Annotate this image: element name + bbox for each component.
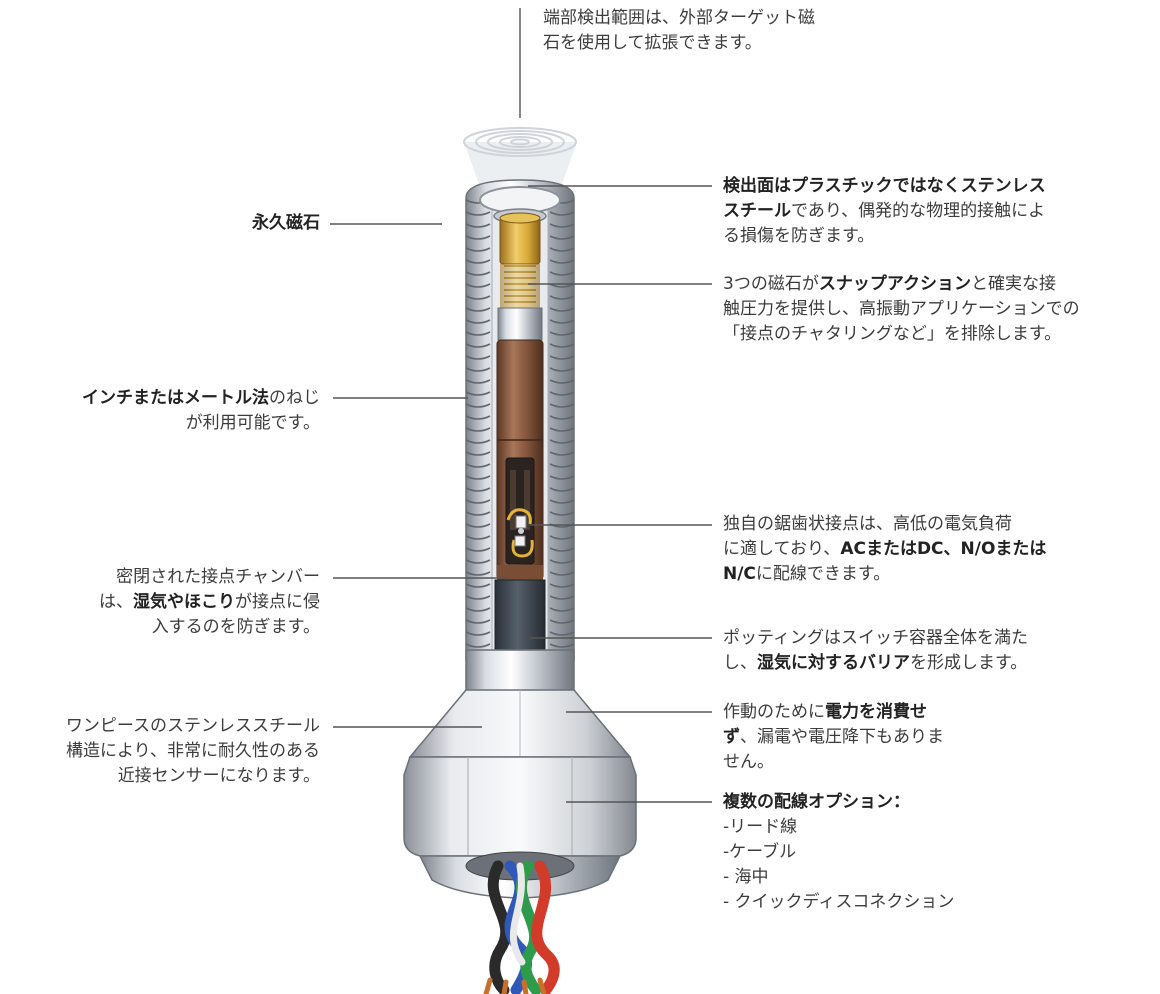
contacts-bold3: N/C	[723, 564, 756, 584]
contacts-bold2: ACまたはDC、N/Oまたは	[840, 539, 1047, 559]
callout-top: 端部検出範囲は、外部ターゲット磁 石を使用して拡張できます。	[543, 6, 903, 56]
threads-bold: インチまたはメートル法	[82, 388, 269, 408]
callout-no-power: 作動のために電力を消費せ ず、漏電や電圧降下もありま せん。	[723, 700, 1023, 775]
callout-stainless-face: 検出面はプラスチックではなくステンレス スチールであり、偶発的な物理的接触によ …	[723, 174, 1153, 249]
magnets-post: と確実な接	[970, 274, 1056, 294]
contacts-post: に配線できます。	[755, 564, 891, 584]
callout-sealed-chamber: 密閉された接点チャンバー は、湿気やほこりが接点に侵 入するのを防ぎます。	[0, 565, 320, 640]
lead-wires	[483, 860, 560, 994]
serrated-contacts	[506, 508, 534, 558]
no-power-post: 、漏電や電圧降下もありま	[740, 727, 944, 747]
callout-top-line2: 石を使用して拡張できます。	[543, 33, 762, 53]
one-piece-line3: 近接センサーになります。	[117, 766, 320, 786]
contacts-pre: に適しており、	[723, 539, 841, 559]
potting-compound	[494, 579, 546, 657]
leader-lines	[330, 8, 712, 803]
callout-permanent-magnet: 永久磁石	[100, 211, 320, 236]
stainless-rest2: であり、偶発的な物理的接触によ	[791, 201, 1046, 221]
wiring-title: 複数の配線オプション：	[723, 792, 910, 812]
no-power-pre: 作動のために	[723, 702, 825, 722]
wiring-item: - クイックディスコネクション	[723, 892, 955, 912]
threads-rest: のねじ	[269, 388, 320, 408]
sealed-post: が接点に侵	[235, 592, 320, 612]
stainless-line3: る損傷を防ぎます。	[723, 226, 875, 246]
permanent-magnet	[499, 217, 541, 265]
no-power-bold2: ず	[723, 727, 740, 747]
callout-three-magnets: 3つの磁石がスナップアクションと確実な接 触圧力を提供し、高振動アプリケーション…	[723, 272, 1155, 347]
potting-post: を形成します。	[910, 653, 1028, 673]
sealed-line3: 入するのを防ぎます。	[151, 617, 320, 637]
potting-line1: ポッティングはスイッチ容器全体を満た	[723, 628, 1028, 648]
sealed-pre: は、	[99, 592, 133, 612]
magnets-pre: 3つの磁石が	[723, 274, 819, 294]
no-power-line3: せん。	[723, 752, 774, 772]
callout-wiring: 複数の配線オプション： -リード線 -ケーブル - 海中 - クイックディスコネ…	[723, 790, 1143, 915]
sensing-field-rings	[463, 127, 577, 157]
threads-line2: が利用可能です。	[185, 413, 320, 433]
magnets-bold: スナップアクション	[818, 274, 971, 294]
magnets-line3: 「接点のチャタリングなど」を排除します。	[723, 324, 1062, 344]
callout-permanent-magnet-text: 永久磁石	[252, 213, 320, 233]
hex-nut	[403, 756, 637, 857]
thread-ridges-left	[465, 199, 491, 648]
magnets-line2: 触圧力を提供し、高振動アプリケーションでの	[723, 299, 1080, 319]
sealed-bold: 湿気やほこり	[133, 592, 235, 612]
one-piece-line2: 構造により、非常に耐久性のある	[66, 741, 320, 761]
wiring-item: - 海中	[723, 867, 769, 887]
callout-contacts: 独自の鋸歯状接点は、高低の電気負荷 に適しており、ACまたはDC、N/Oまたは …	[723, 512, 1153, 587]
steel-spacer	[497, 307, 543, 341]
wiring-item: -リード線	[723, 817, 798, 837]
thread-ridges-right	[549, 199, 575, 648]
stainless-bold2: スチール	[723, 201, 791, 221]
one-piece-line1: ワンピースのステンレススチール	[65, 716, 320, 736]
wiring-item: -ケーブル	[723, 842, 797, 862]
potting-bold: 湿気に対するバリア	[757, 653, 910, 673]
callout-top-line1: 端部検出範囲は、外部ターゲット磁	[543, 8, 815, 28]
potting-pre: し、	[723, 653, 757, 673]
callout-threads: インチまたはメートル法のねじ が利用可能です。	[0, 386, 320, 436]
callout-potting: ポッティングはスイッチ容器全体を満た し、湿気に対するバリアを形成します。	[723, 626, 1153, 676]
callout-one-piece: ワンピースのステンレススチール 構造により、非常に耐久性のある 近接センサーにな…	[0, 714, 320, 789]
contacts-line1: 独自の鋸歯状接点は、高低の電気負荷	[723, 514, 1012, 534]
stainless-bold1: 検出面はプラスチックではなくステンレス	[723, 176, 1046, 196]
barrel-collar	[465, 649, 575, 693]
no-power-bold1: 電力を消費せ	[825, 702, 927, 722]
sealed-line1: 密閉された接点チャンバー	[116, 567, 320, 587]
